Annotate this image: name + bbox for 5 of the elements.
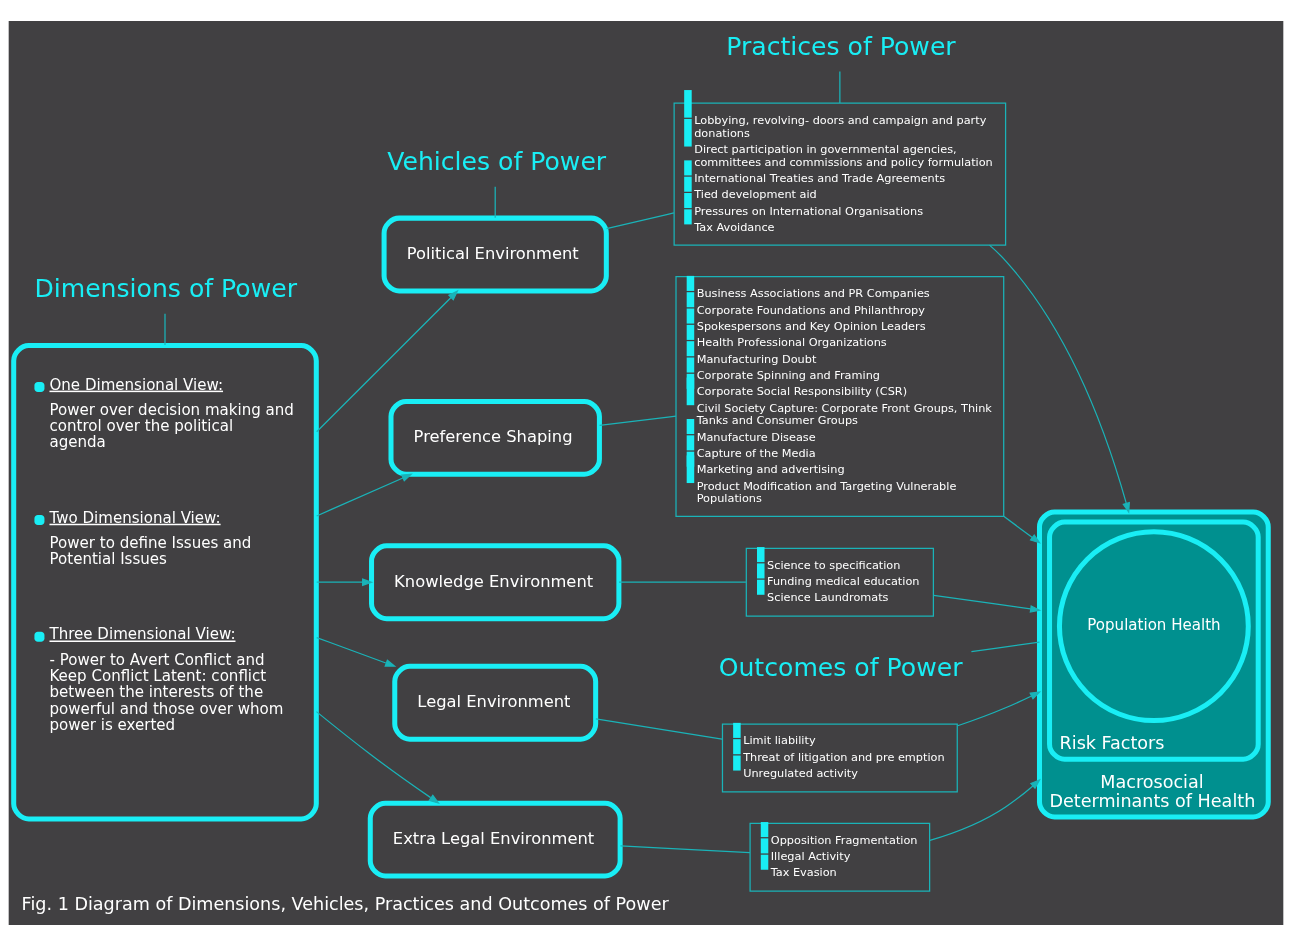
node-text: Dimensions of Power <box>34 274 298 304</box>
node-text: Outcomes of Power <box>718 653 963 683</box>
caption: Fig. 1 Diagram of Dimensions, Vehicles, Practices and Outcomes of Power <box>21 894 669 915</box>
node-text: Practices of Power <box>726 31 956 61</box>
node-text: Vehicles of Power <box>387 147 607 177</box>
